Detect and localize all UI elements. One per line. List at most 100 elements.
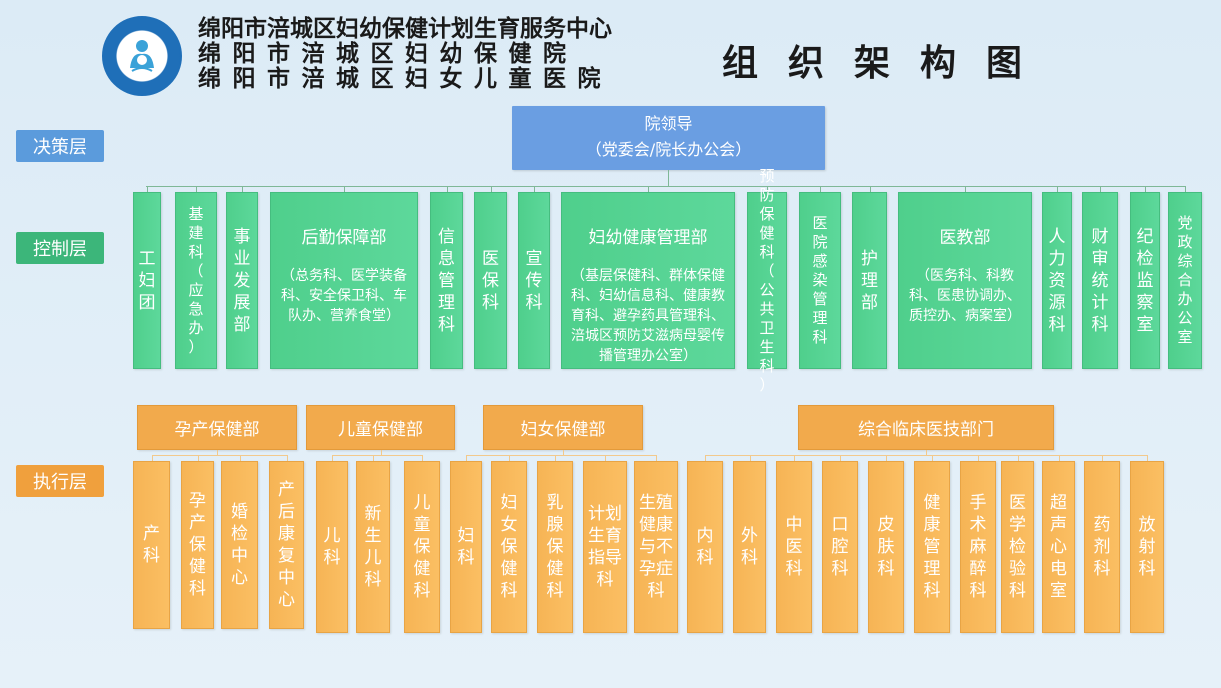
connector	[344, 186, 345, 192]
control-unit-label: 医院感染管理科	[812, 214, 828, 346]
control-unit-3: 事业发展部	[226, 192, 258, 369]
exec-group-3-header: 妇女保健部	[483, 405, 643, 450]
connector	[1059, 455, 1060, 461]
exec-unit: 口腔科	[822, 461, 858, 633]
control-unit-label: 信息管理科	[437, 226, 455, 335]
exec-unit-label: 内科	[696, 526, 714, 568]
connector	[605, 455, 606, 461]
connector	[840, 455, 841, 461]
control-unit-5: 信息管理科	[430, 192, 463, 369]
connector	[926, 450, 927, 455]
org-name-line-3: 绵阳市涪城区妇女儿童医院	[198, 65, 612, 92]
connector	[794, 455, 795, 461]
connector	[198, 455, 199, 461]
control-unit-16: 党政综合办公室	[1168, 192, 1202, 369]
exec-group-1-header: 孕产保健部	[137, 405, 297, 450]
exec-unit-label: 生殖健康与不孕症科	[639, 493, 673, 601]
connector	[152, 455, 287, 456]
control-unit-6: 医保科	[474, 192, 507, 369]
exec-unit: 皮肤科	[868, 461, 904, 633]
hospital-logo	[102, 16, 182, 96]
decision-layer-label: 决策层	[16, 130, 104, 162]
exec-unit-label: 外科	[741, 526, 758, 568]
exec-unit: 健康管理科	[914, 461, 950, 633]
control-unit-label: 纪检监察室	[1136, 226, 1154, 335]
org-name-line-2: 绵阳市涪城区妇幼保健院	[198, 40, 578, 67]
exec-unit-label: 妇女保健科	[500, 493, 518, 601]
control-unit-label: 事业发展部	[233, 226, 251, 335]
exec-unit-label: 孕产保健科	[189, 491, 206, 599]
control-layer-label: 控制层	[16, 232, 104, 264]
exec-unit-label: 产科	[143, 524, 160, 566]
exec-unit: 儿科	[316, 461, 348, 633]
exec-unit: 放射科	[1130, 461, 1164, 633]
connector	[466, 455, 656, 456]
connector	[820, 186, 821, 192]
exec-unit: 药剂科	[1084, 461, 1120, 633]
connector	[196, 186, 197, 192]
connector	[1057, 186, 1058, 192]
exec-unit-label: 中医科	[785, 515, 803, 579]
exec-unit-label: 计划生育指导科	[588, 504, 622, 590]
connector	[242, 186, 243, 192]
connector	[240, 455, 241, 461]
connector	[750, 455, 751, 461]
connector	[491, 186, 492, 192]
exec-unit: 妇女保健科	[491, 461, 527, 633]
exec-unit-label: 手术麻醉科	[969, 493, 987, 601]
exec-unit: 中医科	[776, 461, 812, 633]
exec-unit-label: 超声心电室	[1050, 493, 1067, 601]
control-unit-7: 宣传科	[518, 192, 550, 369]
control-unit-label: 工妇团	[138, 248, 156, 313]
connector	[534, 186, 535, 192]
connector	[1147, 455, 1148, 461]
connector	[447, 186, 448, 192]
connector	[555, 455, 556, 461]
exec-unit-label: 健康管理科	[923, 493, 941, 601]
exec-group-2-header: 儿童保健部	[306, 405, 455, 450]
control-unit-label: 护理部	[861, 248, 878, 313]
exec-unit-label: 妇科	[457, 526, 475, 568]
exec-unit-label: 婚检中心	[231, 502, 248, 588]
connector	[1018, 455, 1019, 461]
control-unit-2: 基建科（应急办）	[175, 192, 217, 369]
connector	[1100, 186, 1101, 192]
connector	[886, 455, 887, 461]
connector	[978, 455, 979, 461]
org-name-line-1: 绵阳市涪城区妇幼保健计划生育服务中心	[198, 15, 612, 42]
exec-unit: 外科	[733, 461, 766, 633]
connector	[332, 455, 333, 461]
control-unit-11: 护理部	[852, 192, 887, 369]
exec-unit-label: 儿童保健科	[413, 493, 431, 601]
exec-unit: 医学检验科	[1001, 461, 1034, 633]
exec-unit-label: 放射科	[1138, 515, 1156, 579]
connector	[870, 186, 871, 192]
exec-unit: 乳腺保健科	[537, 461, 573, 633]
exec-unit: 内科	[687, 461, 723, 633]
control-unit-10: 医院感染管理科	[799, 192, 841, 369]
exec-unit-label: 乳腺保健科	[546, 493, 564, 601]
connector	[705, 455, 1147, 456]
exec-unit: 产科	[133, 461, 170, 629]
control-unit-label: 基建科（应急办）	[188, 204, 204, 356]
control-unit-label: 人力资源科	[1048, 226, 1066, 335]
exec-unit: 计划生育指导科	[583, 461, 627, 633]
connector	[152, 455, 153, 461]
connector	[373, 455, 374, 461]
connector	[509, 455, 510, 461]
control-unit-15: 纪检监察室	[1130, 192, 1160, 369]
page-title: 组织架构图	[722, 42, 1053, 84]
exec-unit: 手术麻醉科	[960, 461, 996, 633]
control-unit-label: 党政综合办公室	[1177, 214, 1193, 346]
exec-unit-label: 产后康复中心	[278, 480, 295, 610]
control-unit-1: 工妇团	[133, 192, 161, 369]
exec-unit: 孕产保健科	[181, 461, 214, 629]
control-unit-label: 宣传科	[525, 248, 543, 313]
control-unit-label: 预防保健科（公共卫生科）	[759, 166, 775, 394]
control-unit-13: 人力资源科	[1042, 192, 1072, 369]
connector	[147, 186, 148, 192]
connector	[146, 186, 1186, 187]
control-unit-14: 财审统计科	[1082, 192, 1118, 369]
exec-unit-label: 新生儿科	[364, 504, 382, 590]
connector	[217, 450, 218, 455]
